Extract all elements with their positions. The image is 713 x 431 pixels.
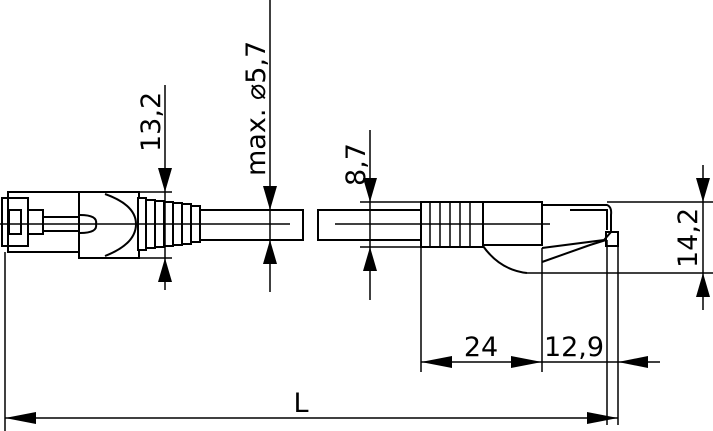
dimension-label-cable-diameter: max. ⌀5,7 xyxy=(241,41,272,176)
dimension-lengths xyxy=(4,240,660,431)
dimension-boot-height xyxy=(138,85,172,290)
dimension-label-boot-inner: 8,7 xyxy=(341,143,372,186)
dimension-label-boot-length: 24 xyxy=(464,332,498,363)
dimension-boot-inner xyxy=(360,130,421,300)
dimension-cable-diameter xyxy=(263,0,277,292)
dimension-label-plug-height: 14,2 xyxy=(673,208,704,268)
left-connector xyxy=(1,191,304,259)
dimension-label-total-length: L xyxy=(293,388,308,419)
dimension-label-boot-height: 13,2 xyxy=(136,92,167,152)
dimension-label-plug-length: 12,9 xyxy=(544,332,604,363)
dimension-plug-height xyxy=(527,165,713,310)
right-connector xyxy=(317,201,619,274)
